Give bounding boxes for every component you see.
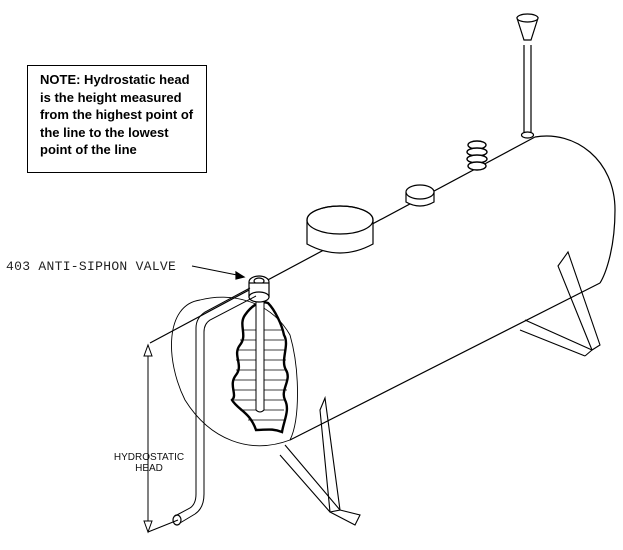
valve-label: 403 ANTI-SIPHON VALVE [6,259,177,274]
note-line: NOTE: Hydrostatic head [40,72,190,87]
fitting-cap [405,184,435,207]
manway-dome [306,205,374,254]
note-line: the line to the lowest [40,124,169,140]
valve-leader [191,265,243,277]
note-line: from the highest point of [40,107,194,122]
vent-pipe [516,13,539,139]
head-label-line2: HEAD [135,463,163,474]
relief-valve-icon [466,140,488,171]
head-label-line1: HYDROSTATIC [113,452,185,463]
tank-right-end [534,135,616,284]
hydrostatic-head-dimension [143,343,179,534]
dip-tube [255,300,265,413]
cutaway [230,301,289,434]
hydrostatic-head-label: HYDROSTATIC HEAD [104,452,194,474]
supply-pipe [174,287,257,524]
tank-left-end [171,296,298,447]
front-saddle [279,395,361,526]
note-box: NOTE: Hydrostatic head is the height mea… [27,65,207,173]
note-line: point of the line [40,142,137,157]
tank-bottom-edge [289,282,601,441]
rear-saddle [519,250,601,357]
anti-siphon-valve-icon [248,275,270,303]
note-line: is the height measured [40,89,182,105]
